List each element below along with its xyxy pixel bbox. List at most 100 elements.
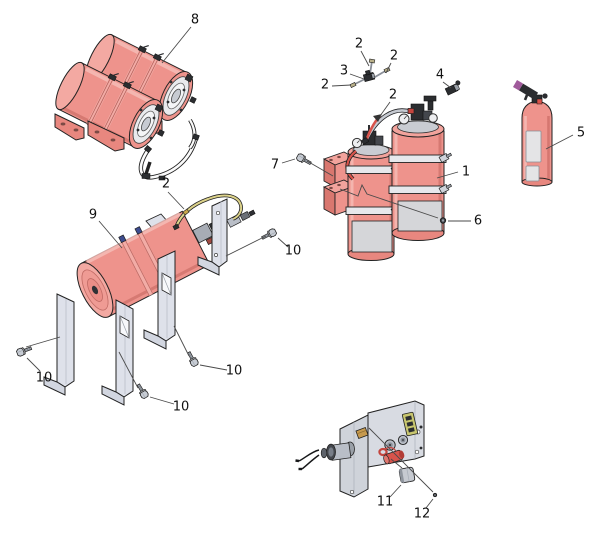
callout-label-2: 2 — [390, 49, 398, 64]
leader-line — [368, 427, 434, 493]
leader-line — [442, 81, 452, 89]
screw-12 — [432, 492, 438, 498]
spray-bottle — [512, 80, 553, 187]
callout-label-4: 4 — [436, 68, 444, 83]
bottle-label — [525, 165, 540, 182]
bracket-bolt-7 — [295, 152, 313, 167]
dual-horizontal-tank-assembly — [54, 33, 200, 181]
front-bottle-valve-cluster — [398, 95, 438, 125]
callout-label-11: 11 — [377, 495, 394, 510]
band-clamp — [137, 45, 149, 54]
leader-line — [379, 101, 391, 117]
band-fitting — [118, 234, 127, 244]
strap-screw-6 — [439, 217, 447, 224]
fill-valve — [378, 446, 405, 465]
elbow-fitting — [444, 80, 461, 96]
panel-port — [397, 434, 409, 446]
leader-line — [199, 364, 228, 371]
yellow-hose — [172, 193, 243, 231]
leader-line — [118, 351, 139, 389]
mounting-bolt-10 — [260, 227, 278, 242]
leader-line — [161, 26, 192, 64]
leader-line — [149, 396, 175, 405]
callout-label-2: 2 — [321, 78, 329, 93]
leader-line — [173, 325, 190, 357]
transfer-hose — [138, 118, 200, 181]
callout-label-1: 1 — [462, 165, 470, 180]
leader-line — [25, 336, 61, 348]
amber-fitting — [355, 427, 369, 439]
cradle-middle-leg — [101, 299, 134, 406]
leader-line — [545, 134, 574, 150]
mounting-bolt-10 — [15, 344, 33, 358]
switch-wire — [301, 454, 320, 470]
front-tank-valve-face — [128, 99, 165, 149]
callout-label-5: 5 — [577, 126, 585, 141]
leader-line — [425, 498, 434, 509]
callout-label-12: 12 — [414, 507, 431, 522]
pressure-switch — [295, 441, 355, 471]
protective-cap-11 — [398, 466, 416, 484]
band-clamp — [122, 81, 134, 90]
callout-label-10: 10 — [226, 364, 243, 379]
leader-line — [436, 171, 459, 179]
leader-line — [277, 237, 289, 248]
callout-label-9: 9 — [89, 208, 97, 223]
callout-label-7: 7 — [271, 158, 279, 173]
red-discharge-tube — [346, 150, 357, 180]
horizontal-tank — [76, 210, 211, 318]
tee-fitting-group — [349, 58, 391, 88]
callout-label-6: 6 — [474, 214, 482, 229]
callout-label-2: 2 — [162, 177, 170, 192]
hose-ferrule — [182, 208, 190, 216]
leader-line — [225, 235, 267, 257]
tee-body — [362, 69, 376, 83]
band-clamp — [107, 73, 119, 82]
leader-line — [360, 50, 370, 67]
bottle-crossover-hose — [360, 108, 415, 145]
leader-line — [349, 73, 365, 80]
electrical-connector — [401, 411, 419, 437]
front-tank-bands — [86, 76, 130, 134]
mounting-bolt-10 — [134, 382, 150, 400]
leader-line — [26, 357, 41, 372]
callout-label-3: 3 — [340, 64, 348, 79]
callout-arrowhead — [373, 114, 382, 122]
callout-label-2: 2 — [355, 37, 363, 52]
band-clamp — [152, 53, 164, 62]
callout-label-10: 10 — [173, 400, 190, 415]
bottle-label — [525, 130, 542, 163]
pressure-gauge — [428, 113, 438, 123]
front-bottle — [388, 95, 453, 241]
horizontal-tank-cradle-assembly — [15, 193, 278, 406]
tube-nut — [368, 58, 376, 64]
leader-line — [389, 484, 402, 498]
leader-line — [167, 191, 185, 210]
leader-line — [98, 220, 123, 249]
band-fitting — [134, 226, 143, 235]
front-bottle-straps — [388, 152, 453, 195]
callout-label-10: 10 — [36, 371, 53, 386]
callout-label-2: 2 — [389, 88, 397, 103]
callout-label-8: 8 — [191, 13, 199, 28]
leader-line — [390, 458, 403, 469]
rear-bottle — [345, 125, 405, 261]
sprayer-head — [512, 80, 548, 105]
cradle-end-bracket — [197, 198, 228, 276]
leader-line — [339, 183, 439, 219]
cradle-front-leg — [143, 250, 176, 350]
leader-line — [281, 158, 296, 164]
tube-nut — [349, 82, 357, 88]
leader-line — [306, 160, 334, 177]
leader-line — [331, 84, 352, 87]
callout-label-10: 10 — [285, 244, 302, 259]
tank-end-face — [76, 262, 114, 318]
front-tank-feet — [54, 113, 125, 152]
leader-line — [385, 62, 392, 74]
cradle-left-leg — [43, 293, 75, 396]
bracket-panel-assembly — [295, 400, 438, 498]
sprayer-purple-tip — [512, 80, 524, 91]
dual-vertical-bottle-assembly — [295, 95, 453, 261]
